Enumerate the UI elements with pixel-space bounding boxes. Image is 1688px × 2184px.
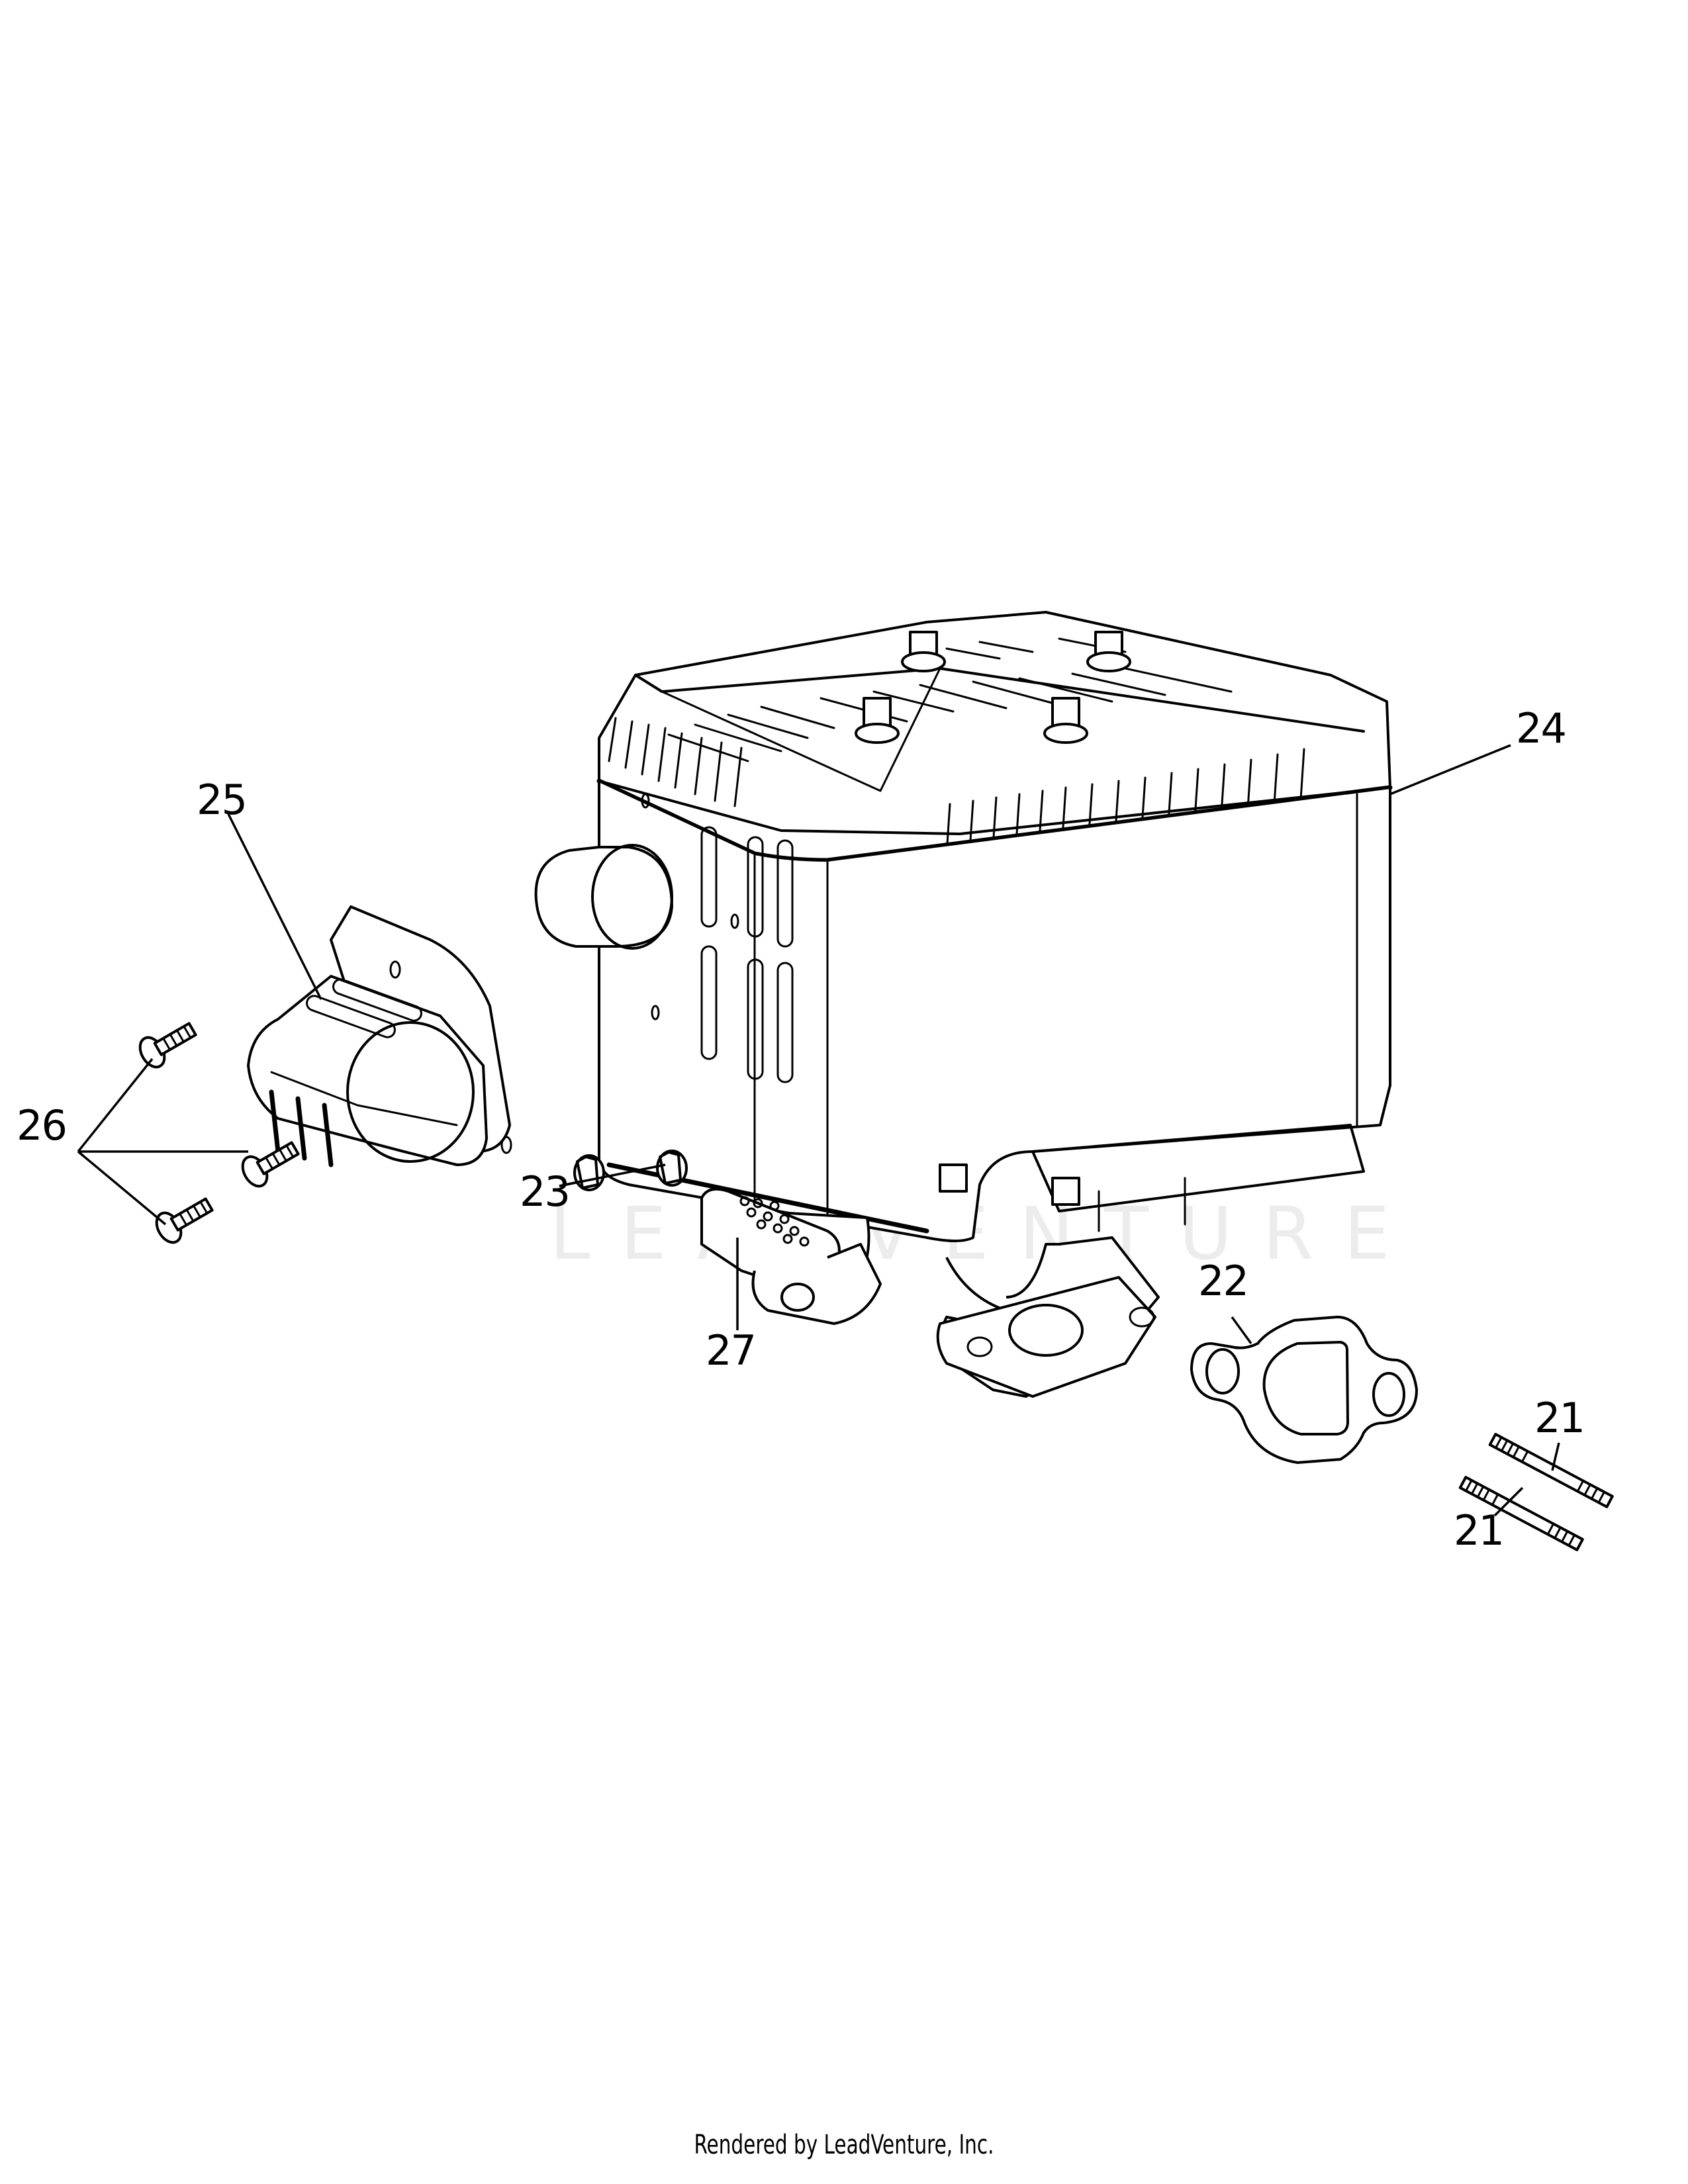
muffler-top-bolts: [855, 631, 1131, 744]
leader-lines: [77, 744, 1560, 1517]
callout-27: 27: [706, 1326, 757, 1375]
callout-21-lower: 21: [1454, 1506, 1505, 1555]
studs-21: [1458, 1433, 1614, 1551]
screws-26: [138, 1022, 300, 1244]
muffler-body: [534, 611, 1393, 1242]
callout-22: 22: [1198, 1257, 1249, 1305]
callout-21-upper: 21: [1534, 1394, 1585, 1442]
deflector-25: [247, 905, 512, 1167]
callout-23: 23: [520, 1167, 571, 1216]
bracket-27: [700, 1187, 882, 1325]
callout-25: 25: [197, 776, 248, 824]
gasket-22: [1190, 1316, 1418, 1464]
render-credit-footer: Rendered by LeadVenture, Inc.: [694, 2130, 994, 2160]
callout-24: 24: [1516, 704, 1567, 752]
callout-26: 26: [17, 1101, 68, 1150]
